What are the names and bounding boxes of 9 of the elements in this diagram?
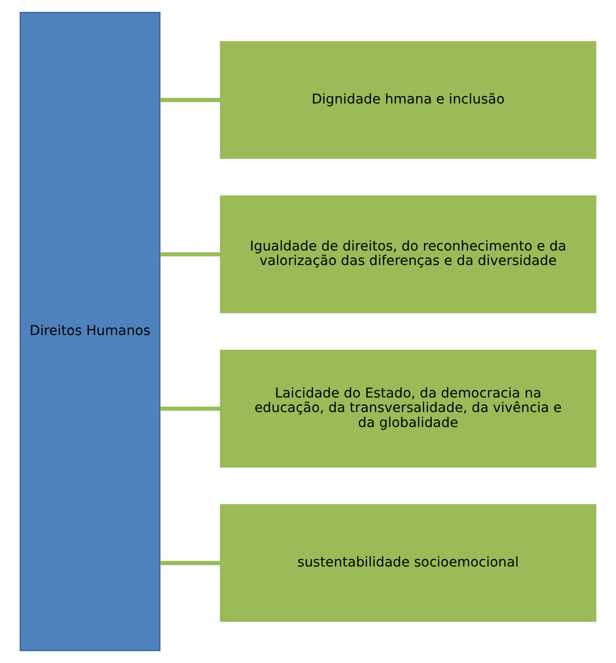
connector: [160, 98, 220, 102]
node-box: Dignidade hmana e inclusão: [220, 41, 596, 159]
connector: [160, 406, 220, 411]
node-box: Igualdade de direitos, do reconhecimento e da valorização das diferenças e da diversidade: [220, 195, 596, 314]
connector: [160, 252, 220, 256]
node-box: sustentabilidade socioemocional: [220, 504, 596, 622]
node-box: Direitos Humanos: [20, 12, 160, 652]
connector: [160, 560, 220, 566]
node-box: Laicidade do Estado, da democracia na educação, da transversalidade, da vivência e da globalidade: [220, 350, 596, 468]
